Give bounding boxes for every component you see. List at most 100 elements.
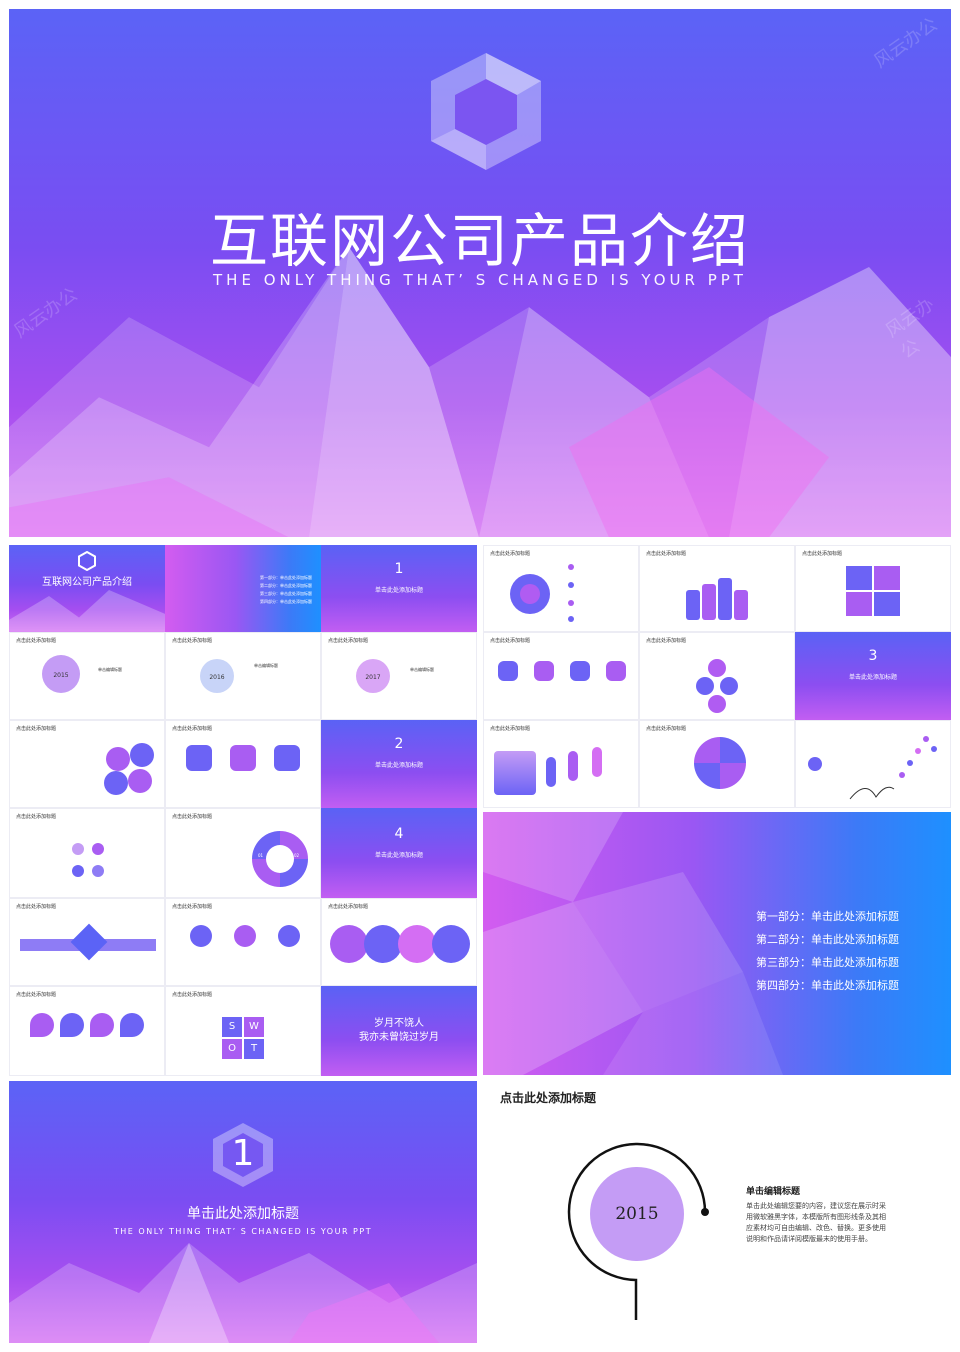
polygon-mountains [9, 590, 165, 632]
year-circle [590, 1167, 684, 1261]
thumb-hexagons[interactable]: 点击此处添加标题 [165, 720, 321, 808]
thumb-lock-keys[interactable]: 点击此处添加标题 [483, 720, 639, 808]
slide-title: 点击此处添加标题 [172, 814, 213, 820]
slide-title: 点击此处添加标题 [500, 1091, 597, 1105]
thumb-swot-circles[interactable]: 点击此处添加标题 [9, 808, 165, 898]
thumb-cover[interactable]: 互联网公司产品介绍 [9, 545, 165, 632]
thumb-keys-grid[interactable]: 点击此处添加标题 [795, 545, 951, 632]
polygon-pattern [483, 812, 783, 1075]
year-label: 2016 [209, 674, 225, 681]
toc-item-2[interactable]: 第二部分：单击此处添加标题 [756, 933, 899, 946]
toc-slide[interactable]: 第一部分：单击此处添加标题 第二部分：单击此处添加标题 第三部分：单击此处添加标… [483, 812, 951, 1075]
polygon-mountains [9, 246, 951, 537]
edit-title: 单击编辑标题 [98, 667, 122, 672]
toc-item: 第四部分：单击此处添加标题 [260, 599, 312, 604]
hero-title: 互联网公司产品介绍 [209, 207, 750, 275]
slide-title: 点击此处添加标题 [490, 638, 531, 644]
polygon-mountains [9, 1243, 477, 1343]
watermark: 风云办公 [870, 13, 942, 73]
section-number: 1 [231, 1133, 255, 1174]
edit-title: 单击编辑标题 [254, 663, 278, 668]
slide-title: 点击此处添加标题 [646, 726, 687, 732]
slide-title: 点击此处添加标题 [490, 551, 531, 557]
thumb-head[interactable]: 点击此处添加标题 01 02 [165, 808, 321, 898]
toc-item: 第三部分：单击此处添加标题 [260, 591, 312, 596]
toc-item: 第一部分：单击此处添加标题 [260, 575, 312, 580]
swot-o: O [222, 1039, 242, 1059]
year-label: 2017 [365, 674, 381, 681]
section-subtitle: THE ONLY THING THAT’ S CHANGED IS YOUR P… [113, 1227, 373, 1236]
swot-w: W [244, 1017, 264, 1037]
hexagon-icon [213, 1123, 273, 1187]
thumb-three-icons[interactable]: 点击此处添加标题 [165, 898, 321, 986]
section-label: 单击此处添加标题 [374, 762, 423, 769]
end-phrase-1: 岁月不饶人 [374, 1018, 424, 1029]
section-number: 2 [394, 736, 404, 752]
thumb-section-4[interactable]: 4 单击此处添加标题 [321, 808, 477, 898]
end-phrase-2: 我亦未曾饶过岁月 [359, 1032, 439, 1043]
slide-title: 点击此处添加标题 [802, 551, 843, 557]
thumb-section-2[interactable]: 2 单击此处添加标题 [321, 720, 477, 808]
key-icon [568, 751, 578, 781]
thumb-end[interactable]: 岁月不饶人 我亦未曾饶过岁月 [321, 986, 477, 1076]
section-number: 3 [868, 648, 878, 664]
toc-item-3[interactable]: 第三部分：单击此处添加标题 [756, 956, 899, 969]
slide-title: 点击此处添加标题 [16, 638, 57, 644]
key-icon [546, 757, 556, 787]
hexagon-icon [78, 551, 96, 571]
slide-title: 点击此处添加标题 [16, 726, 57, 732]
slide-title: 点击此处添加标题 [16, 814, 57, 820]
thumb-pencil[interactable] [795, 720, 951, 808]
edit-body: 单击此处编辑您要的内容，建议您在展示时采用微软雅黑字体，本模版所有图形线条及其相… [746, 1202, 886, 1243]
section-number: 1 [394, 561, 404, 577]
slide-title: 点击此处添加标题 [172, 992, 213, 998]
key-icon [592, 747, 602, 777]
slide-title: 点击此处添加标题 [172, 638, 213, 644]
thumb-swot[interactable]: 点击此处添加标题 S W O T [165, 986, 321, 1076]
year-label: 2015 [53, 672, 69, 679]
thumb-section-1[interactable]: 1 单击此处添加标题 [321, 545, 477, 632]
pencil-icon [849, 736, 937, 800]
slide-title: 点击此处添加标题 [328, 638, 369, 644]
toc-item-4[interactable]: 第四部分：单击此处添加标题 [756, 979, 899, 992]
hero-slide[interactable]: 互联网公司产品介绍 THE ONLY THING THAT’ S CHANGED… [9, 9, 951, 537]
thumb-arrows[interactable]: 点击此处添加标题 [9, 898, 165, 986]
thumb-wheel[interactable]: 点击此处添加标题 [639, 720, 795, 808]
slide-title: 点击此处添加标题 [328, 904, 369, 910]
thumb-section-3[interactable]: 3 单击此处添加标题 [795, 632, 951, 720]
section-number: 4 [394, 826, 404, 842]
thumb-flower[interactable]: 点击此处添加标题 [639, 632, 795, 720]
slide-title: 点击此处添加标题 [490, 726, 531, 732]
slide-title: 点击此处添加标题 [646, 638, 687, 644]
thumb-cover-title: 互联网公司产品介绍 [42, 577, 132, 588]
thumb-cylinders[interactable]: 点击此处添加标题 [639, 545, 795, 632]
slide-title: 点击此处添加标题 [16, 904, 57, 910]
year-label: 2015 [615, 1204, 659, 1224]
hexagon-logo [431, 53, 541, 170]
toc-item: 第二部分：单击此处添加标题 [260, 583, 312, 588]
slide-title: 点击此处添加标题 [646, 551, 687, 557]
section-label: 单击此处添加标题 [374, 852, 423, 859]
section-label: 单击此处添加标题 [848, 674, 897, 681]
section-title: 单击此处添加标题 [187, 1206, 299, 1222]
timeline-arc [567, 1142, 709, 1320]
quad-label: 02 [294, 853, 300, 858]
thumb-gear[interactable]: 点击此处添加标题 [483, 545, 639, 632]
slide-title: 点击此处添加标题 [172, 904, 213, 910]
swot-s: S [222, 1017, 242, 1037]
slide-title: 点击此处添加标题 [16, 992, 57, 998]
thumb-icons-row[interactable]: 点击此处添加标题 [483, 632, 639, 720]
toc-item-1[interactable]: 第一部分：单击此处添加标题 [756, 910, 899, 923]
edit-title: 单击编辑标题 [410, 667, 434, 672]
thumb-toc[interactable]: 第一部分：单击此处添加标题 第二部分：单击此处添加标题 第三部分：单击此处添加标… [165, 545, 321, 632]
thumb-four-circles[interactable]: 点击此处添加标题 [321, 898, 477, 986]
section-1-slide[interactable]: 1 单击此处添加标题 THE ONLY THING THAT’ S CHANGE… [9, 1081, 477, 1343]
thumb-drops[interactable]: 点击此处添加标题 [9, 986, 165, 1076]
thumb-2015[interactable]: 点击此处添加标题 2015 单击编辑标题 [9, 632, 165, 720]
thumb-petals[interactable]: 点击此处添加标题 [9, 720, 165, 808]
edit-heading: 单击编辑标题 [746, 1187, 801, 1197]
thumb-2017[interactable]: 点击此处添加标题 2017 单击编辑标题 [321, 632, 477, 720]
lock-icon [494, 751, 536, 795]
thumb-2016[interactable]: 点击此处添加标题 2016 单击编辑标题 [165, 632, 321, 720]
hero-subtitle: THE ONLY THING THAT’ S CHANGED IS YOUR P… [213, 271, 747, 289]
